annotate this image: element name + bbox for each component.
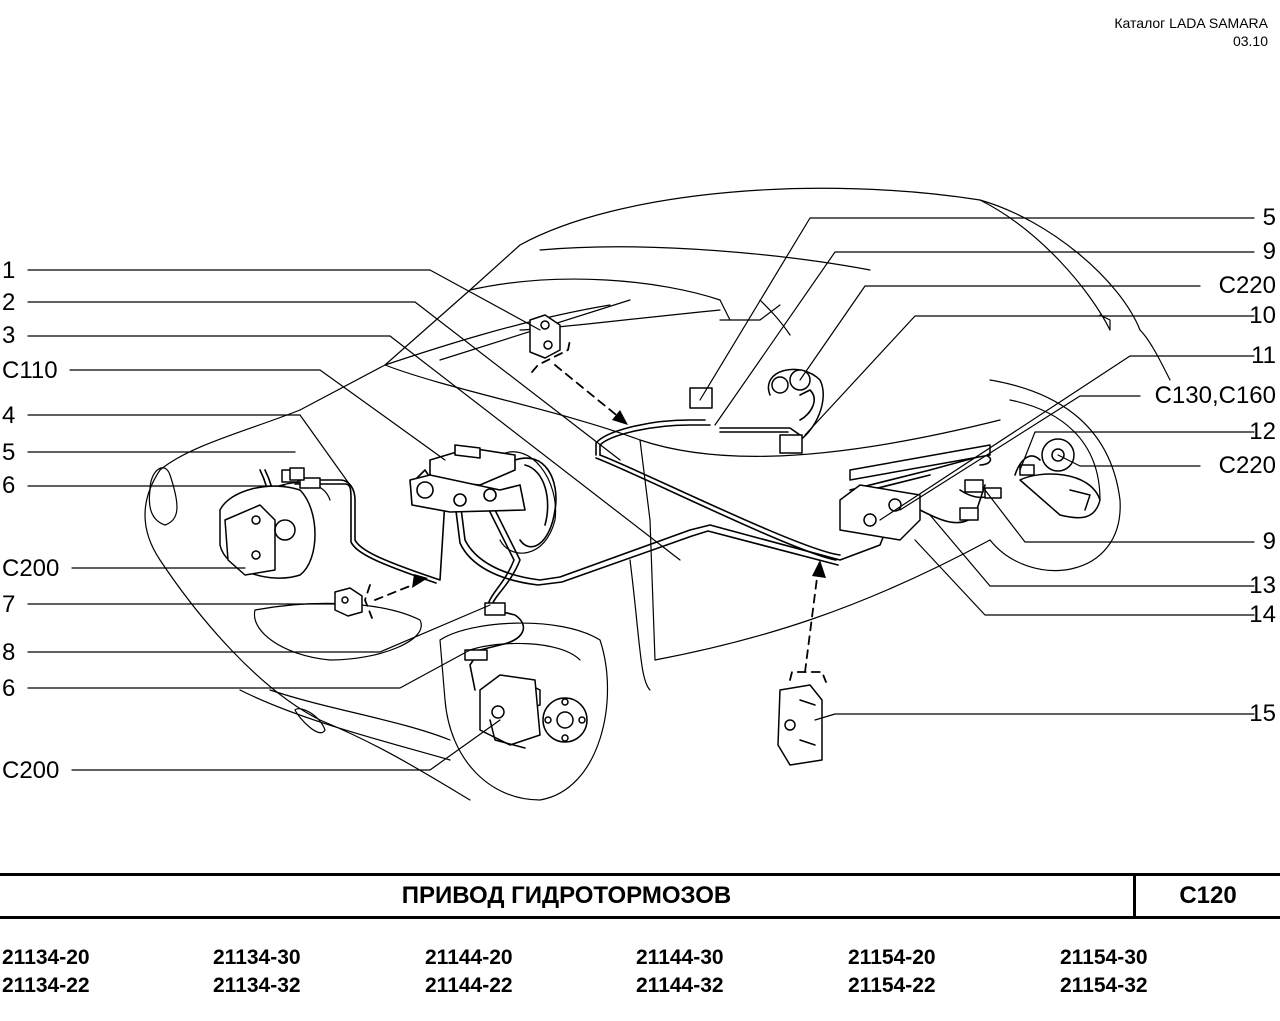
section-code: C120 [1179, 882, 1237, 909]
model-list: 21134-20 21134-22 21134-30 21134-32 2114… [0, 944, 1280, 1004]
brake-pipe-clips [334, 314, 823, 766]
model-code: 21154-30 [1060, 946, 1148, 969]
callout-12: 12 [1249, 418, 1276, 445]
model-column: 21154-20 21154-22 [848, 944, 936, 1000]
model-code: 21154-32 [1060, 974, 1148, 997]
model-code: 21144-32 [636, 974, 724, 997]
model-code: 21154-22 [848, 974, 936, 997]
callout-c200-lower: C200 [2, 757, 60, 784]
rear-brakes [689, 368, 1101, 541]
callout-7: 7 [2, 591, 16, 618]
catalog-date: 03.10 [1232, 33, 1268, 49]
callout-15: 15 [1249, 700, 1276, 727]
callout-14: 14 [1249, 601, 1276, 628]
leader-lines [27, 217, 1255, 771]
callout-6-lower: 6 [2, 675, 16, 702]
model-code: 21134-22 [2, 974, 90, 997]
callout-2: 2 [2, 289, 16, 316]
arrowheads [412, 410, 826, 588]
callout-1: 1 [2, 257, 16, 284]
model-column: 21154-30 21154-32 [1060, 944, 1148, 1000]
master-cylinder [409, 444, 557, 548]
callout-13: 13 [1249, 572, 1276, 599]
callout-c220-lower: C220 [1218, 452, 1276, 479]
model-code: 21134-30 [213, 946, 301, 969]
callout-c130-c160: C130,C160 [1154, 382, 1276, 409]
model-column: 21144-30 21144-32 [636, 944, 724, 1000]
model-code: 21144-30 [636, 946, 724, 969]
model-column: 21134-30 21134-32 [213, 944, 301, 1000]
callout-c110: C110 [2, 357, 58, 384]
brake-system-diagram [27, 187, 1255, 801]
model-code: 21144-22 [425, 974, 513, 997]
front-right-brake [464, 602, 588, 749]
callout-9-upper: 9 [1262, 238, 1276, 265]
model-code: 21134-32 [213, 974, 301, 997]
clip-arrows [364, 339, 827, 683]
model-column: 21144-20 21144-22 [425, 944, 513, 1000]
model-code: 21154-20 [848, 946, 936, 969]
callout-8: 8 [2, 639, 16, 666]
title-band: ПРИВОД ГИДРОТОРМОЗОВ C120 [0, 873, 1280, 919]
callout-5-right: 5 [1262, 204, 1276, 231]
brake-pipes [259, 389, 1041, 691]
callout-11: 11 [1251, 342, 1276, 369]
catalog-title: Каталог LADA SAMARA [1114, 15, 1268, 31]
callout-10: 10 [1249, 302, 1276, 329]
model-code: 21134-20 [2, 946, 90, 969]
callout-c220-upper: C220 [1218, 272, 1276, 299]
model-column: 21134-20 21134-22 [2, 944, 90, 1000]
section-title: ПРИВОД ГИДРОТОРМОЗОВ [401, 882, 732, 909]
callout-9-lower: 9 [1262, 528, 1276, 555]
callout-6-upper: 6 [2, 472, 16, 499]
callout-3: 3 [2, 322, 16, 349]
callout-5-left: 5 [2, 439, 16, 466]
title-divider [1133, 876, 1136, 916]
model-code: 21144-20 [425, 946, 513, 969]
front-left-brake [219, 467, 321, 579]
callout-4: 4 [2, 402, 16, 429]
callout-c200-upper: C200 [2, 555, 60, 582]
